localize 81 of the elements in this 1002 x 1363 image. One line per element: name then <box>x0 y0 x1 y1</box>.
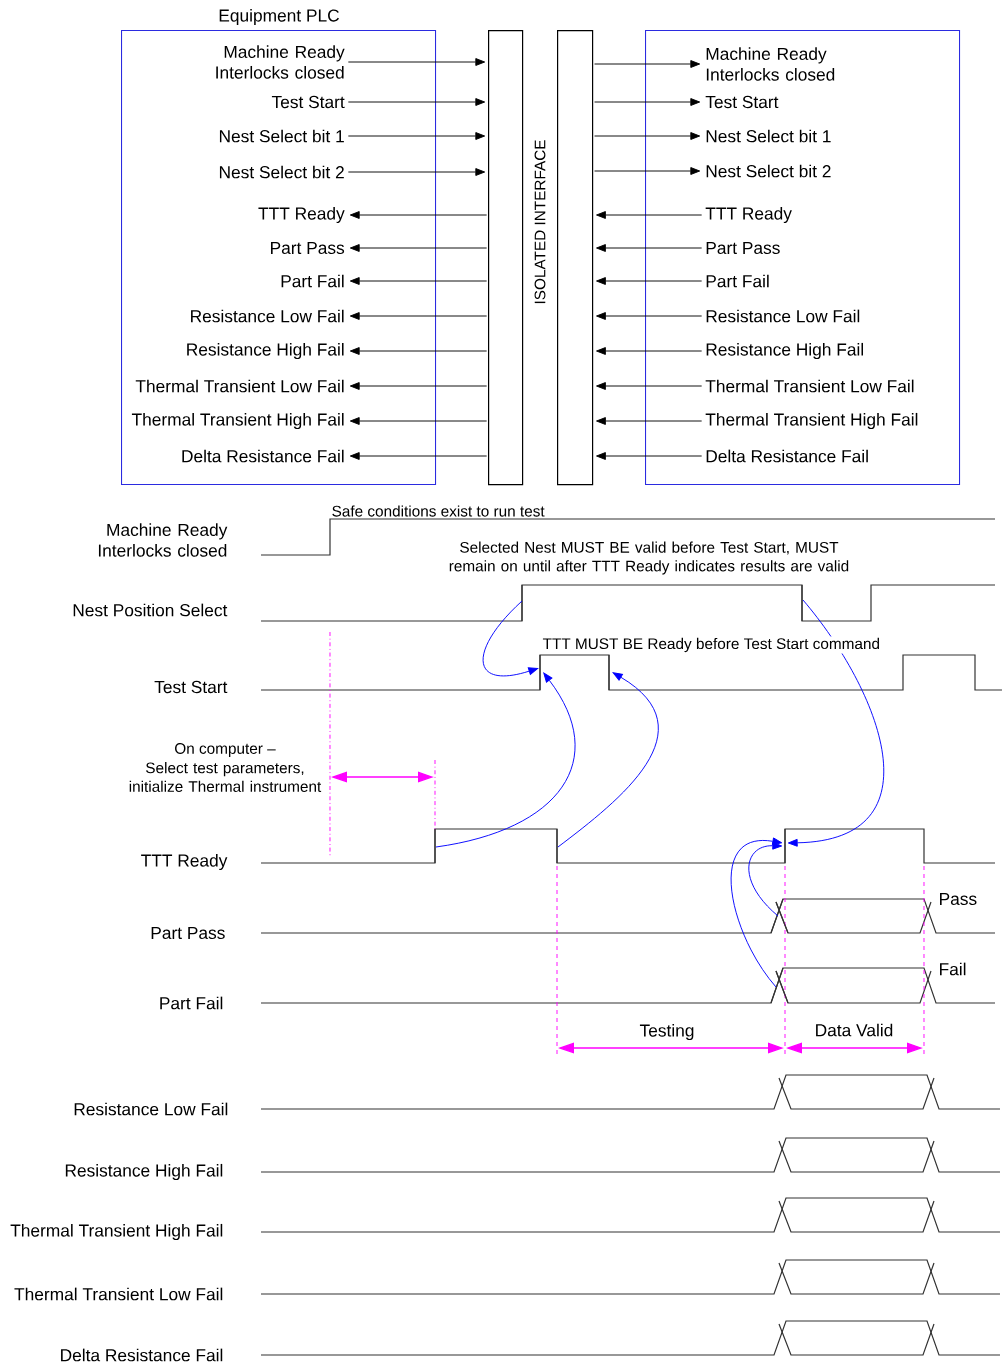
signal-label: Resistance Low Fail <box>706 309 860 323</box>
annotation: Safe conditions exist to run test <box>332 505 545 517</box>
signal-arrow <box>347 132 486 140</box>
signal-label: Machine Ready Interlocks closed <box>706 47 835 81</box>
interface-bar <box>488 30 524 486</box>
interface-bar <box>557 30 594 486</box>
signal-arrow <box>349 347 488 355</box>
annotation: Selected Nest MUST BE valid before Test Start, MUST remain on until after TTT Ready indicates results are valid <box>449 541 849 575</box>
signal-arrow <box>349 211 488 219</box>
causality-arrow <box>730 837 783 988</box>
signal-label: Nest Select bit 2 <box>706 164 831 178</box>
signal-label: Part Fail <box>281 274 344 288</box>
signal-name: Part Fail <box>160 996 223 1010</box>
signal-label: Resistance Low Fail <box>191 309 344 323</box>
causality-arrow <box>787 599 885 847</box>
signal-arrow <box>347 98 486 106</box>
signal-arrow <box>349 452 488 460</box>
signal-label: Nest Select bit 1 <box>706 129 831 143</box>
signal-arrow <box>349 417 488 425</box>
signal-label: Thermal Transient Low Fail <box>135 379 344 393</box>
signal-crossover <box>770 967 789 1004</box>
state-label: Fail <box>940 962 966 976</box>
state-label: Pass <box>940 892 977 906</box>
signal-name: Nest Position Select <box>73 603 228 617</box>
annotation: TTT MUST BE Ready before Test Start command <box>541 636 882 654</box>
signal-label: Part Fail <box>706 274 769 288</box>
signal-label: Part Pass <box>706 241 780 255</box>
signal-arrow <box>594 60 701 68</box>
signal-name: Thermal Transient High Fail <box>10 1223 223 1241</box>
signal-name: Test Start <box>154 680 228 694</box>
signal-label: Test Start <box>705 95 779 109</box>
signal-arrow <box>349 312 488 320</box>
causality-arrow <box>435 672 576 848</box>
signal-label: Test Start <box>271 95 345 109</box>
signal-name: Resistance High Fail <box>65 1163 223 1181</box>
signal-label: TTT Ready <box>705 206 792 224</box>
signal-arrow <box>347 168 486 176</box>
signal-label: Nest Select bit 2 <box>219 165 344 179</box>
interval-label: Testing <box>639 1023 694 1041</box>
annotation: On computer – <box>175 743 276 757</box>
signal-name: Part Pass <box>151 926 225 940</box>
signal-arrow <box>596 244 703 252</box>
signal-label: Resistance High Fail <box>706 342 864 360</box>
node-label: Equipment PLC <box>219 8 340 26</box>
signal-arrow <box>596 382 703 390</box>
signal-arrow <box>596 312 703 320</box>
signal-name: Resistance Low Fail <box>74 1102 228 1116</box>
causality-arrow <box>557 672 659 848</box>
signal-arrow <box>594 132 701 140</box>
signal-label: Thermal Transient High Fail <box>131 412 344 430</box>
causality-arrow <box>748 841 783 917</box>
signal-label: Nest Select bit 1 <box>219 129 344 143</box>
signal-name: Thermal Transient Low Fail <box>14 1287 223 1301</box>
system-box <box>645 30 961 486</box>
annotation: Select test parameters, initialize Thermal instrument <box>129 762 322 792</box>
signal-arrow <box>596 347 703 355</box>
interval-label: Data Valid <box>816 1023 893 1037</box>
signal-label: TTT Ready <box>258 206 345 224</box>
signal-arrow <box>594 167 701 175</box>
signal-label: Delta Resistance Fail <box>182 449 344 463</box>
signal-arrow <box>594 98 701 106</box>
signal-arrow <box>596 277 703 285</box>
signal-arrow <box>349 382 488 390</box>
signal-label: Thermal Transient High Fail <box>705 412 918 430</box>
signal-label: Delta Resistance Fail <box>706 449 868 463</box>
causality-arrow <box>482 600 539 677</box>
signal-arrow <box>347 58 486 66</box>
signal-name: Machine Ready Interlocks closed <box>98 523 228 557</box>
signal-arrow <box>349 244 488 252</box>
signal-label: Machine Ready Interlocks closed <box>216 45 345 79</box>
signal-label: Thermal Transient Low Fail <box>705 379 914 393</box>
signal-arrow <box>596 417 703 425</box>
signal-arrow <box>349 277 488 285</box>
signal-arrow <box>596 452 703 460</box>
signal-label: Part Pass <box>271 241 345 255</box>
interface-label: ISOLATED INTERFACE <box>534 140 546 304</box>
signal-name: Delta Resistance Fail <box>61 1348 223 1362</box>
signal-arrow <box>596 211 703 219</box>
signal-label: Resistance High Fail <box>187 342 344 360</box>
signal-name: TTT Ready <box>141 853 228 871</box>
signal-crossover <box>770 898 789 934</box>
